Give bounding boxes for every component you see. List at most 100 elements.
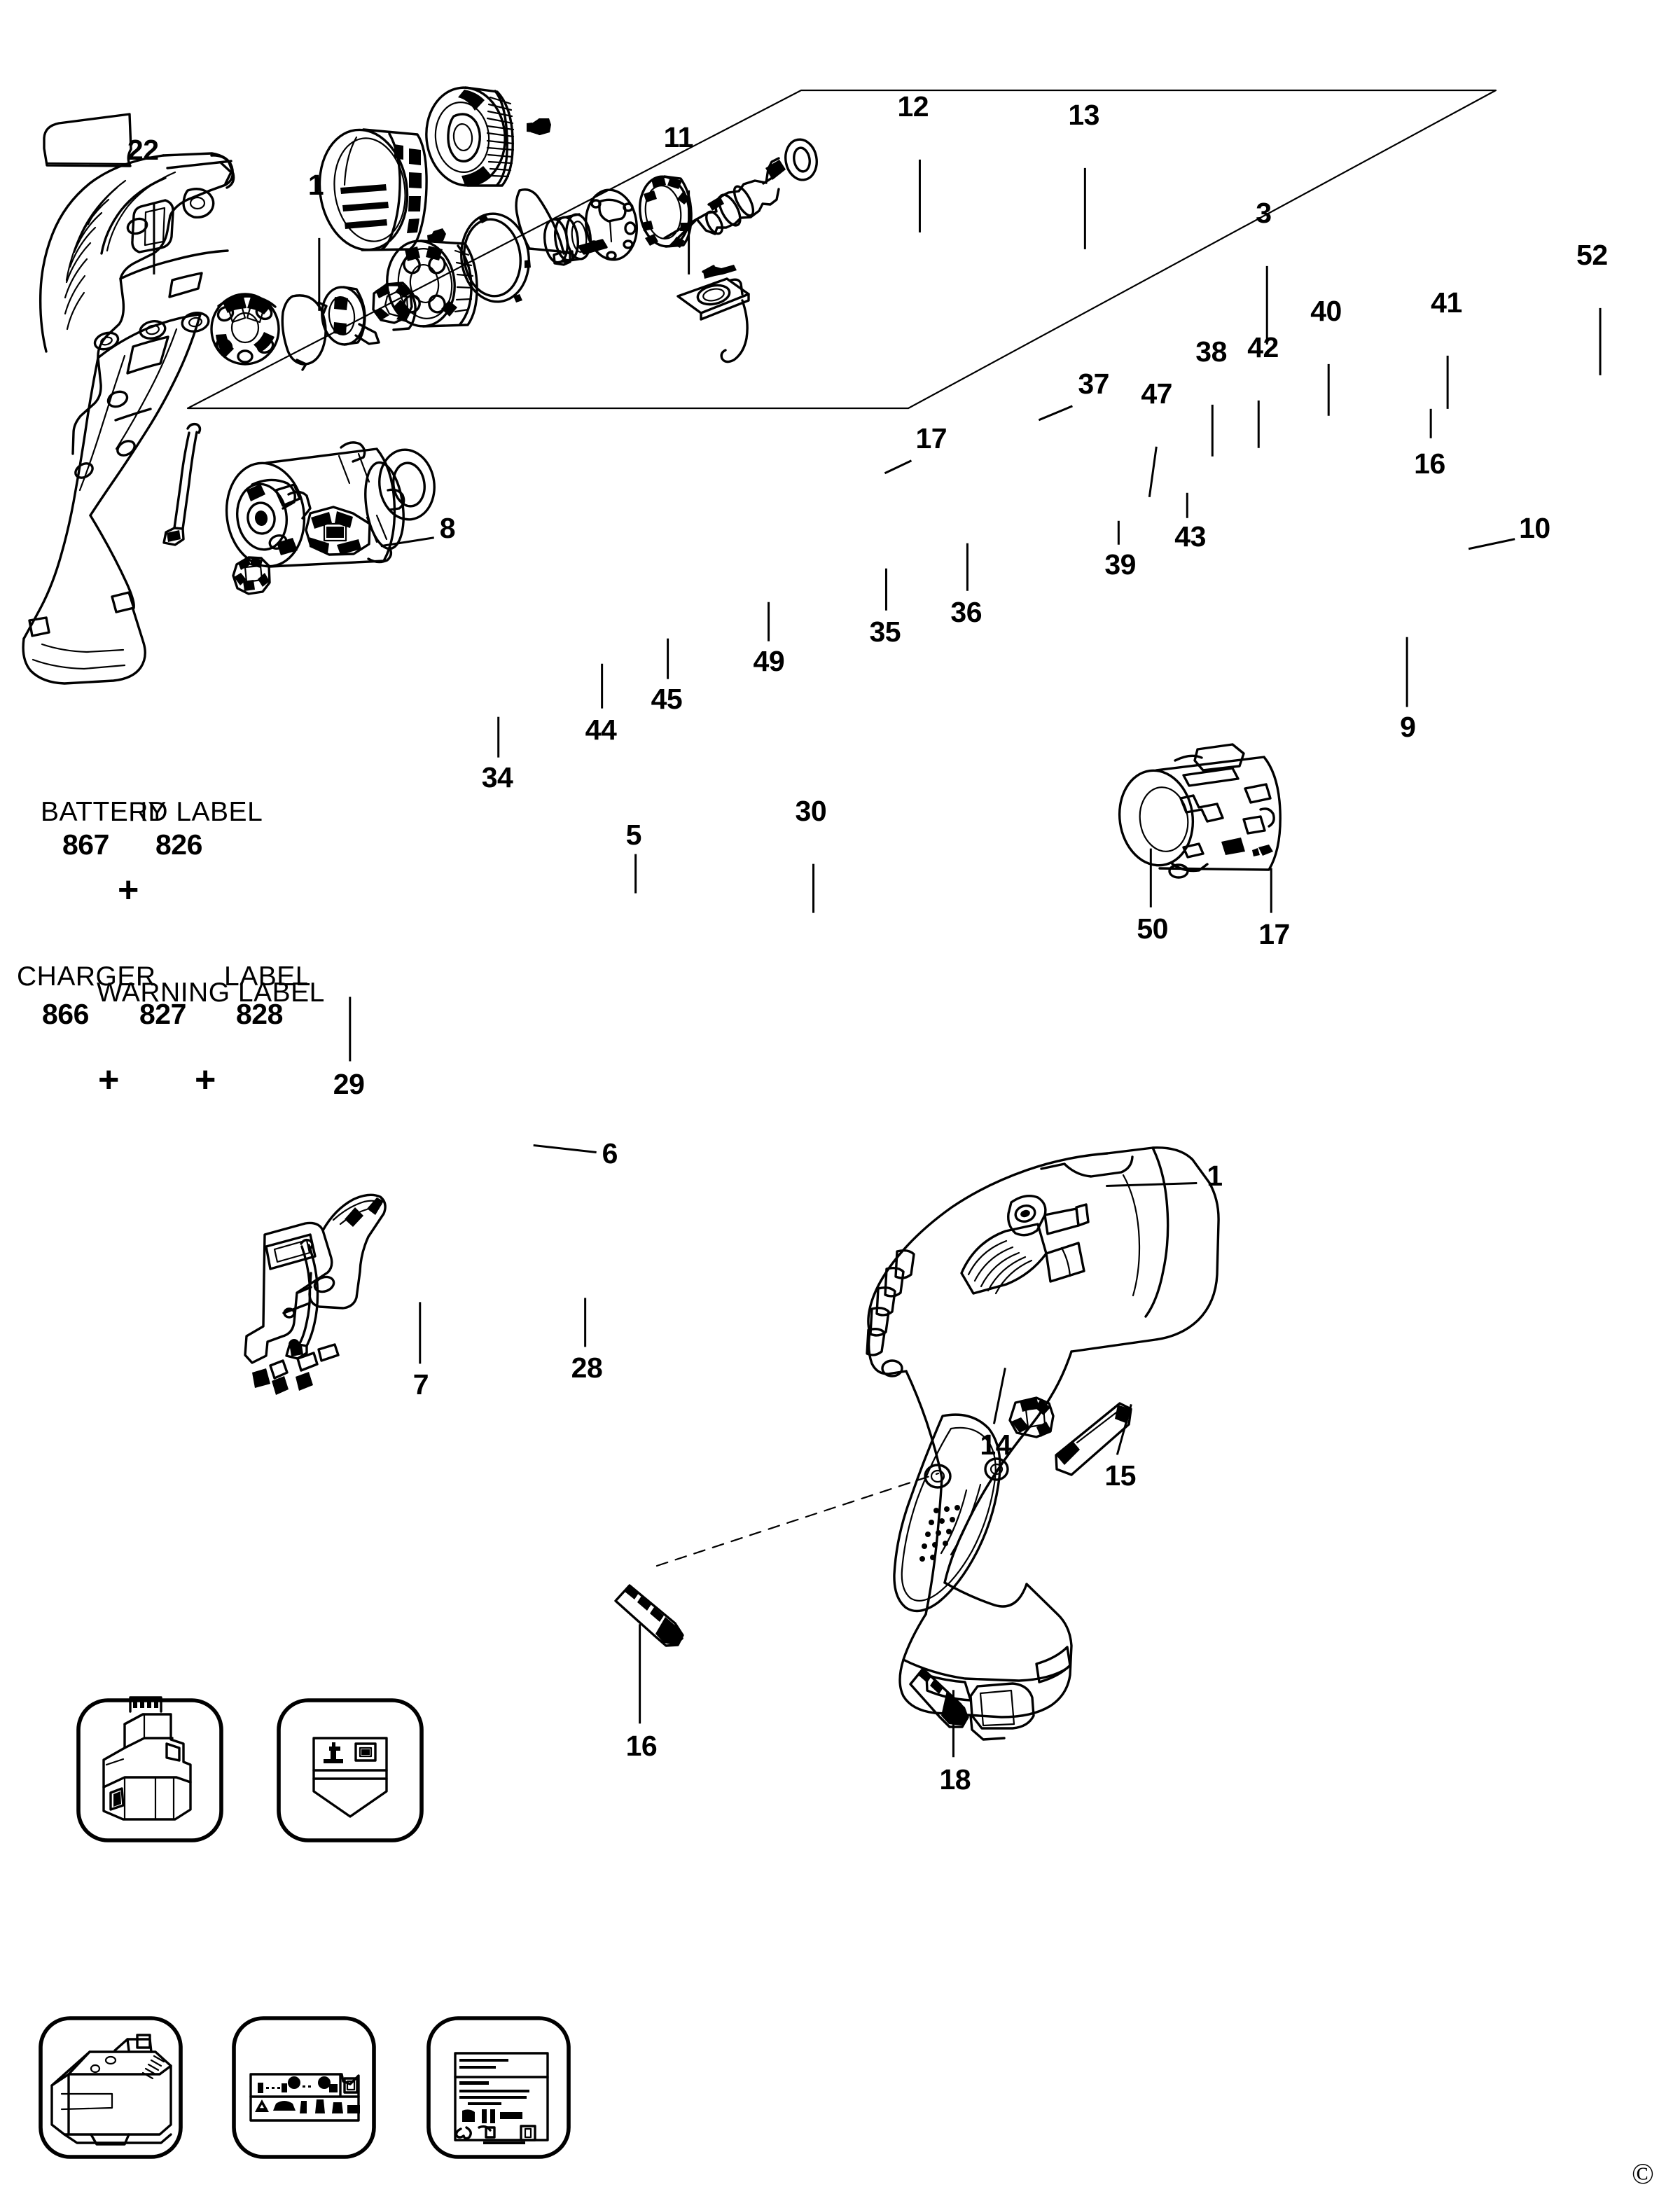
accessory-tile-866 — [39, 2016, 183, 2159]
callout-1: 1 — [307, 168, 324, 201]
callout-39: 39 — [1104, 548, 1136, 581]
part-10-screw — [702, 265, 737, 279]
part-7-switch-assembly — [244, 1193, 387, 1395]
part-17-screw-b — [1252, 845, 1273, 856]
part-11-chuck-sleeve — [318, 128, 428, 251]
group-number-867: 867 — [62, 828, 109, 861]
part-13-chuck-screw — [527, 118, 551, 136]
part-15-bit — [1055, 1402, 1132, 1476]
leader-37 — [1038, 405, 1073, 422]
callout-47: 47 — [1141, 377, 1172, 410]
callout-50: 50 — [1137, 912, 1168, 945]
callout-6: 6 — [602, 1137, 618, 1170]
callout-13: 13 — [1068, 98, 1099, 131]
assembly-dashed-line — [655, 1472, 940, 1567]
part-14-clip — [1008, 1396, 1055, 1438]
part-28-wire-lead — [285, 1238, 319, 1360]
part-5-motor — [225, 441, 405, 568]
part-47-clutch-springs — [543, 213, 592, 264]
leader-8 — [380, 536, 434, 548]
callout-38: 38 — [1195, 335, 1227, 368]
part-50-motor-housing — [1118, 743, 1282, 879]
callout-49: 49 — [753, 644, 785, 677]
part-12-chuck — [425, 86, 515, 187]
callout-12: 12 — [897, 90, 929, 123]
callout-52: 52 — [1576, 238, 1608, 271]
callout-5: 5 — [625, 818, 642, 851]
leader-6 — [533, 1144, 597, 1153]
group-number-826: 826 — [155, 828, 202, 861]
plus-separator-3: + — [195, 1060, 216, 1100]
callout-36: 36 — [950, 595, 983, 628]
callout-40: 40 — [1310, 294, 1342, 327]
accessory-tile-828 — [426, 2016, 571, 2159]
leader-14 — [992, 1368, 1006, 1424]
callout-41: 41 — [1431, 286, 1462, 319]
part-37-spring-clip — [515, 188, 564, 253]
plus-separator-1: + — [118, 870, 139, 910]
callout-18: 18 — [939, 1763, 971, 1796]
leader-17 — [884, 459, 912, 475]
group-number-828: 828 — [236, 998, 283, 1030]
part-34-planet-carrier — [210, 293, 280, 366]
group-number-827: 827 — [139, 998, 186, 1030]
group-title-battery: BATTERY — [41, 797, 167, 827]
part-41-output-spindle — [663, 157, 786, 247]
leader-10 — [1468, 538, 1515, 550]
part-44-retaining-ring — [281, 294, 328, 371]
callout-17: 17 — [1258, 917, 1290, 950]
accessory-tile-826 — [277, 1698, 424, 1842]
part-17-screw-a — [427, 228, 446, 243]
callout-1: 1 — [1207, 1160, 1223, 1193]
callout-35: 35 — [869, 615, 901, 648]
callout-44: 44 — [585, 713, 617, 746]
callout-45: 45 — [651, 682, 683, 715]
accessory-tile-827 — [232, 2016, 376, 2159]
callout-22: 22 — [127, 133, 159, 166]
callout-leaders — [153, 159, 1602, 1758]
part-22-nameplate — [43, 113, 132, 167]
part-40-clutch-ring — [639, 175, 693, 248]
callout-34: 34 — [481, 761, 513, 793]
callout-3: 3 — [1256, 196, 1272, 229]
leader-47 — [1148, 446, 1158, 497]
callout-28: 28 — [571, 1352, 603, 1384]
part-9-belt-hook — [676, 277, 750, 363]
plus-separator-2: + — [98, 1060, 120, 1100]
part-16-pin-a — [707, 196, 724, 211]
part-30-fan-washer — [378, 448, 436, 521]
group-number-866: 866 — [42, 998, 89, 1030]
part-8-terminal-clip — [305, 506, 371, 556]
callout-17: 17 — [915, 422, 947, 454]
callout-14: 14 — [980, 1429, 1012, 1461]
callout-30: 30 — [795, 794, 827, 827]
part-45-speed-selector-ring — [321, 286, 380, 346]
group-title-charger: CHARGER — [17, 961, 156, 992]
callout-16: 16 — [1414, 447, 1445, 480]
callout-42: 42 — [1247, 331, 1279, 363]
part-38-clutch-plate — [585, 188, 638, 261]
part-1-housing-half-right — [866, 1146, 1220, 1741]
part-39-pin — [553, 250, 574, 266]
callout-11: 11 — [663, 120, 694, 153]
part-29-wire-lead — [162, 422, 202, 546]
callout-9: 9 — [1400, 710, 1416, 743]
group-title-label: LABEL — [224, 961, 311, 992]
callout-29: 29 — [333, 1067, 365, 1100]
callout-43: 43 — [1174, 520, 1206, 553]
callout-8: 8 — [439, 511, 456, 544]
callout-7: 7 — [412, 1368, 429, 1401]
leader-1 — [1106, 1181, 1197, 1187]
callout-10: 10 — [1519, 511, 1550, 544]
callout-16: 16 — [625, 1730, 658, 1763]
part-52-washer — [784, 138, 818, 181]
part-18-screw — [909, 1667, 969, 1728]
part-36-gasket-ring — [460, 212, 531, 303]
callout-37: 37 — [1078, 367, 1109, 400]
part-42-ball — [624, 221, 637, 235]
accessory-tile-867 — [76, 1696, 223, 1842]
group-title-id-label: ID LABEL — [140, 797, 263, 827]
copyright-mark: © — [1632, 2158, 1654, 2190]
